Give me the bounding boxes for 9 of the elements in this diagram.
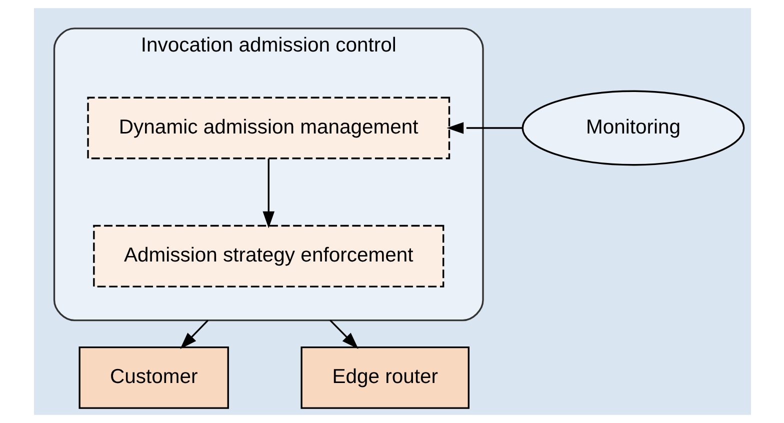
node-box: Admission strategy enforcement xyxy=(92,224,444,288)
arrow xyxy=(446,122,522,134)
node-ellipse: Monitoring xyxy=(521,90,744,166)
arrow xyxy=(262,158,274,228)
node-box: Customer xyxy=(78,346,228,409)
node-box: Edge router xyxy=(300,346,470,409)
node-box: Dynamic admission management xyxy=(86,96,450,160)
arrow xyxy=(329,320,358,349)
arrow xyxy=(180,320,208,349)
